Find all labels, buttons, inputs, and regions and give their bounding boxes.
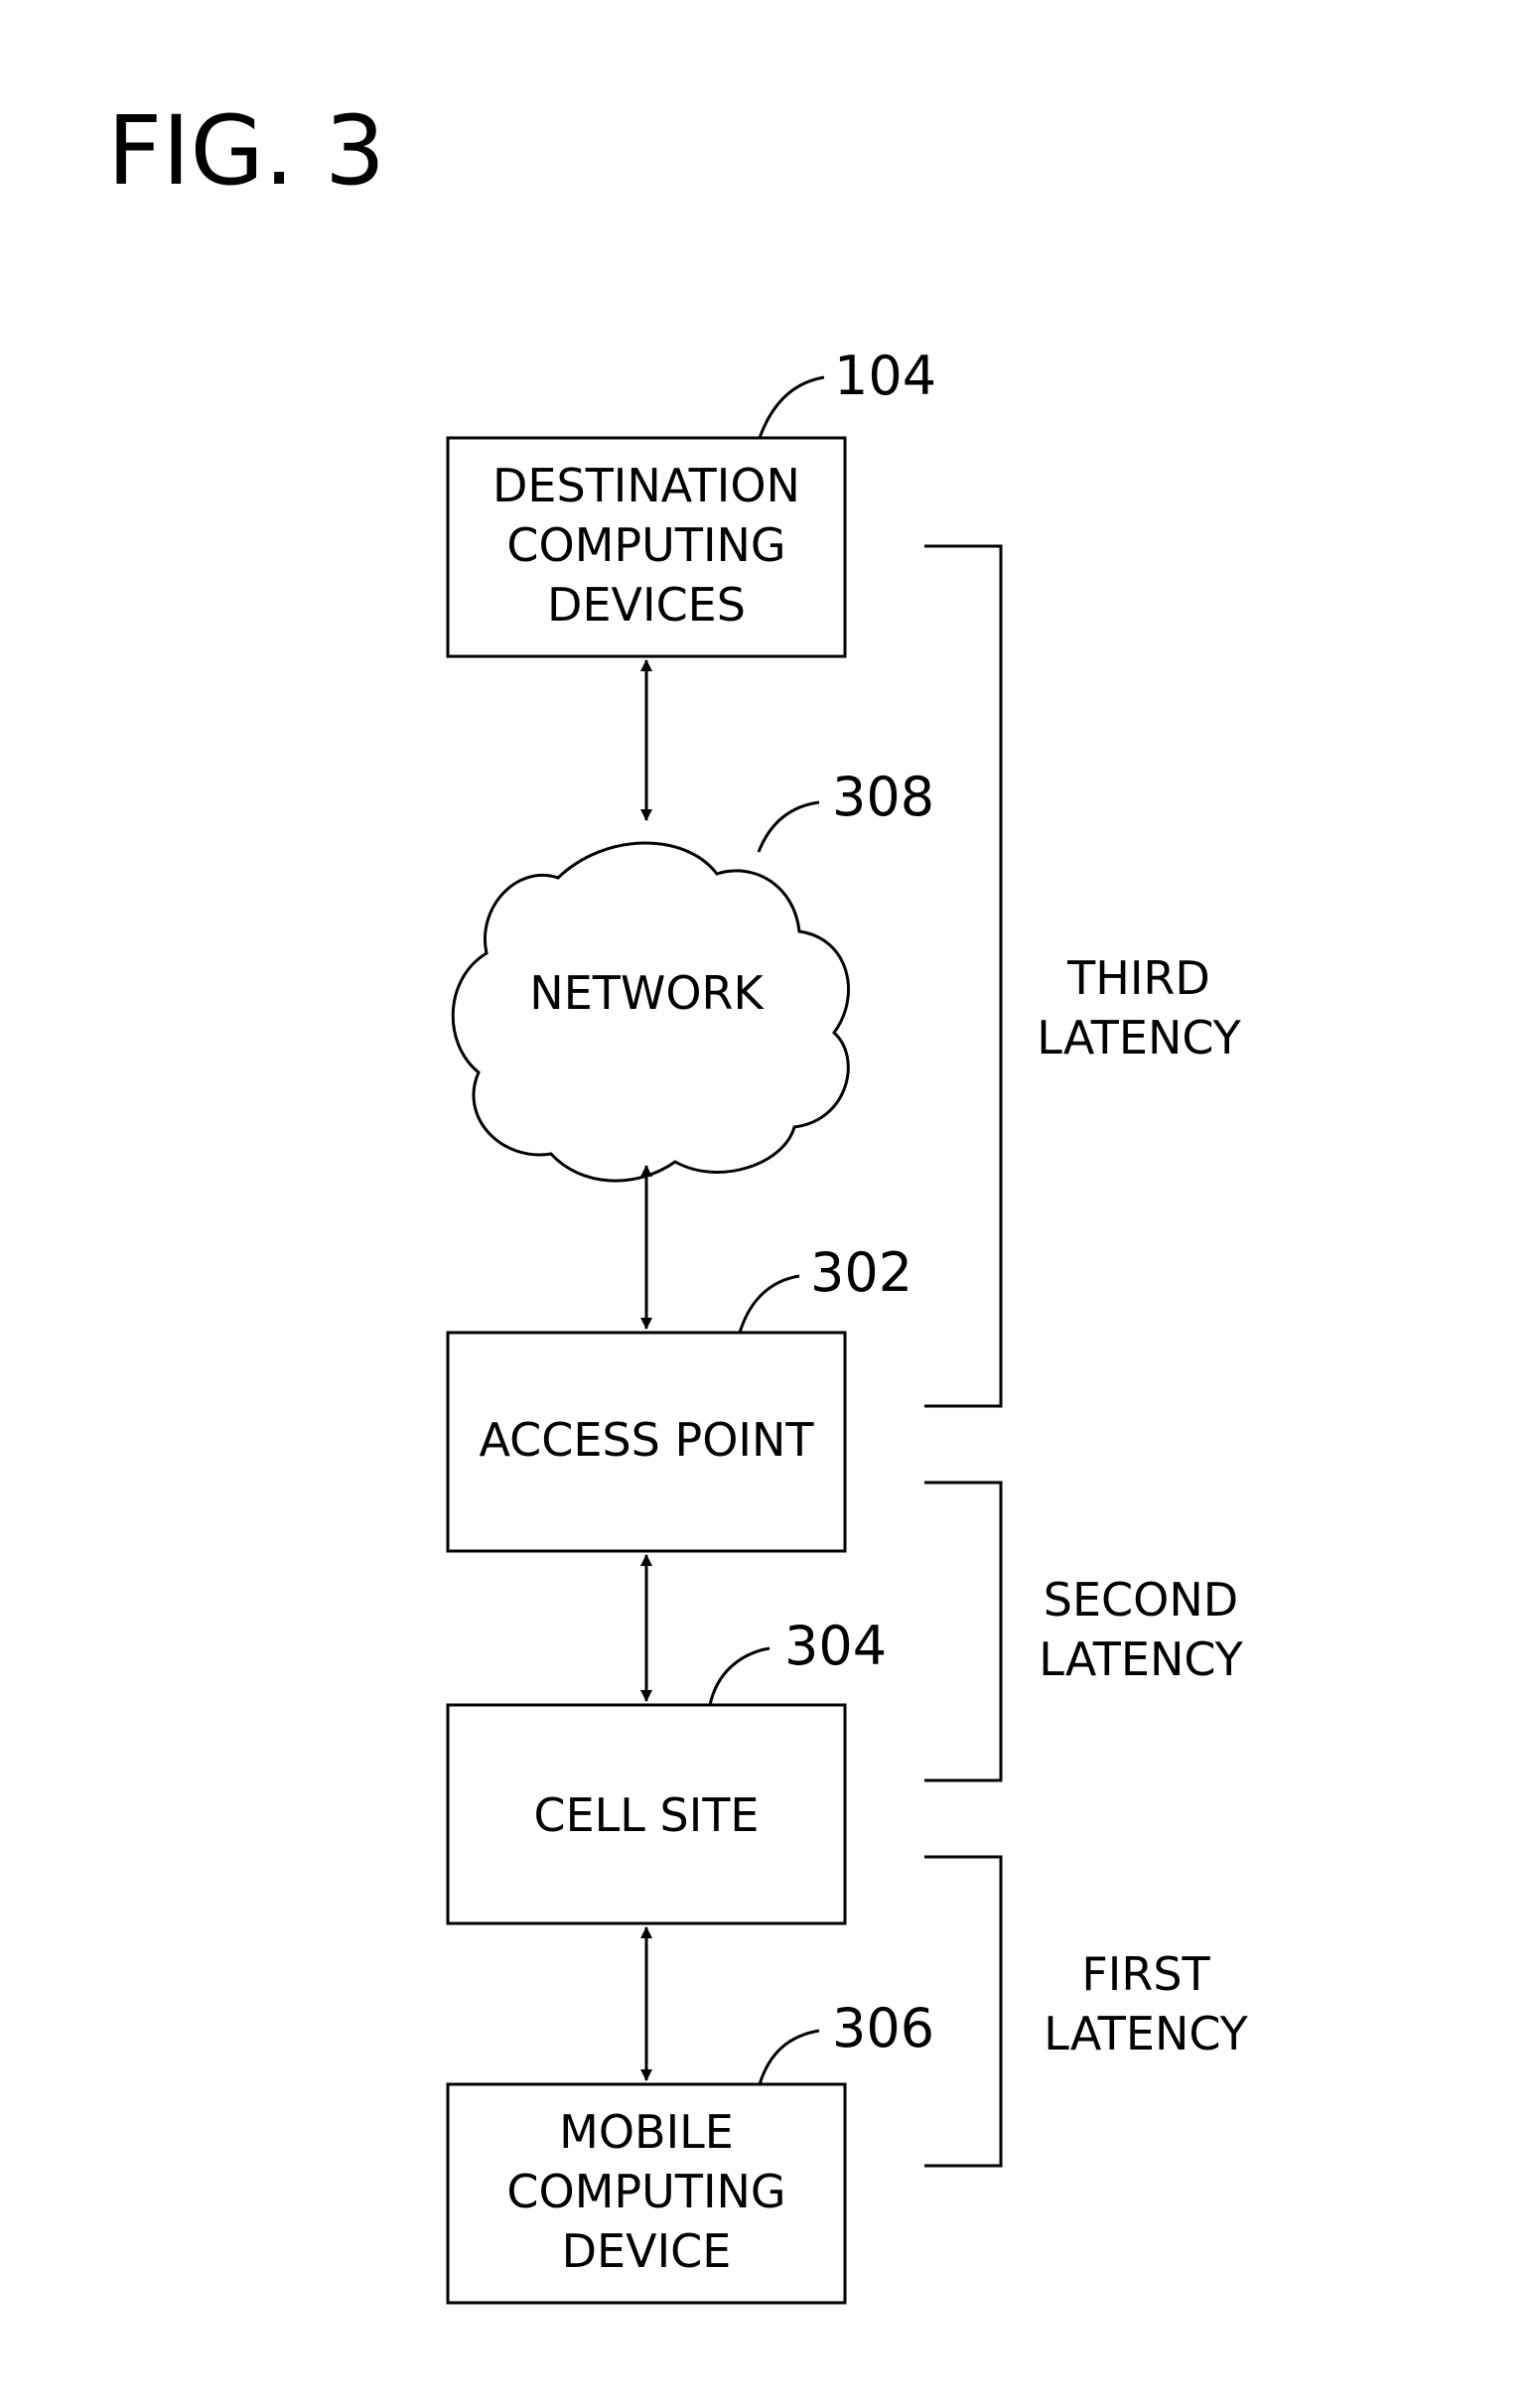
mobile-computing-device-node: MOBILE COMPUTING DEVICE 306	[448, 1997, 934, 2303]
access-point-label: ACCESS POINT	[479, 1413, 814, 1467]
cell-site-ref-number: 304	[784, 1615, 887, 1677]
second-latency-label-line-1: SECOND	[1044, 1573, 1238, 1627]
destination-label-line-3: DEVICES	[547, 578, 746, 632]
mobile-label-line-1: MOBILE	[559, 2105, 734, 2159]
first-latency-bracket-line	[924, 1857, 1001, 2166]
second-latency-bracket: SECOND LATENCY	[924, 1483, 1244, 1780]
destination-label-line-2: COMPUTING	[506, 518, 785, 572]
cell-site-node: CELL SITE 304	[448, 1615, 887, 1923]
access-point-ref-number: 302	[810, 1241, 912, 1304]
destination-ref-number: 104	[834, 345, 936, 407]
destination-computing-devices-node: DESTINATION COMPUTING DEVICES 104	[448, 345, 936, 656]
mobile-label-line-2: COMPUTING	[506, 2165, 785, 2218]
network-label: NETWORK	[529, 966, 765, 1020]
destination-label-line-1: DESTINATION	[492, 459, 800, 512]
third-latency-bracket: THIRD LATENCY	[924, 546, 1242, 1406]
network-node: NETWORK 308	[453, 766, 934, 1181]
third-latency-bracket-line	[924, 546, 1001, 1406]
destination-ref-leader	[760, 377, 824, 438]
first-latency-label-line-1: FIRST	[1081, 1947, 1210, 2001]
mobile-ref-number: 306	[832, 1997, 934, 2059]
mobile-label-line-3: DEVICE	[562, 2224, 732, 2278]
figure-title: FIG. 3	[107, 95, 385, 207]
cell-site-label: CELL SITE	[534, 1788, 760, 1842]
first-latency-bracket: FIRST LATENCY	[924, 1857, 1249, 2166]
access-point-ref-leader	[740, 1276, 799, 1333]
second-latency-bracket-line	[924, 1483, 1001, 1780]
network-ref-number: 308	[832, 766, 934, 828]
second-latency-label-line-2: LATENCY	[1039, 1632, 1243, 1686]
access-point-node: ACCESS POINT 302	[448, 1241, 912, 1551]
network-ref-leader	[759, 802, 819, 852]
third-latency-label-line-1: THIRD	[1066, 951, 1210, 1005]
cell-site-ref-leader	[710, 1648, 770, 1705]
mobile-ref-leader	[760, 2031, 819, 2084]
third-latency-label-line-2: LATENCY	[1037, 1011, 1241, 1064]
first-latency-label-line-2: LATENCY	[1044, 2007, 1248, 2060]
